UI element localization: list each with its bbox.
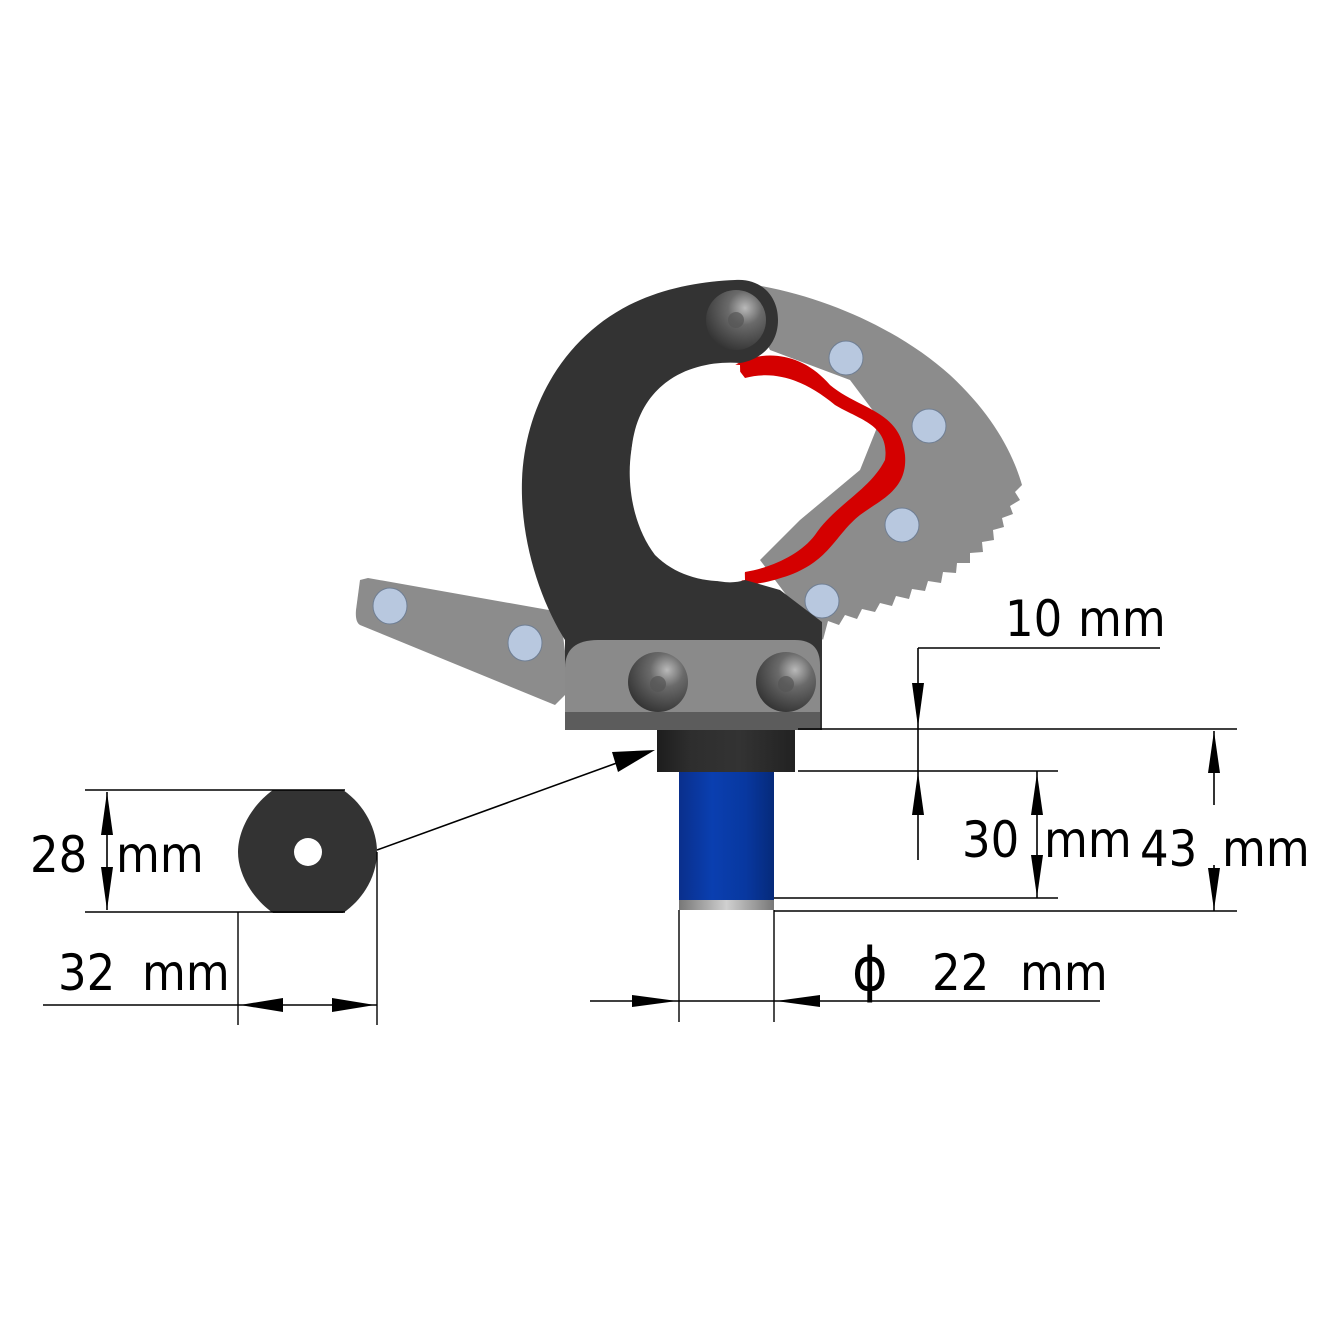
- serrated-blade: [735, 282, 1022, 640]
- callout-arrow-icon: [612, 750, 655, 772]
- dim-30-unit: mm: [1044, 811, 1132, 869]
- dimension-lines: [43, 647, 1237, 1025]
- rivet-icon: [372, 587, 408, 625]
- jaw-body: [521, 279, 822, 730]
- blue-drive-shaft: [679, 772, 774, 900]
- cable-opening: [629, 364, 745, 582]
- bolt-hex-socket-icon: [778, 676, 794, 692]
- lever-arm: [355, 578, 570, 705]
- cutter-head: [355, 279, 1022, 730]
- rivet-icon: [507, 624, 543, 662]
- red-cutting-edge: [735, 355, 906, 585]
- drive-assembly: [657, 730, 795, 910]
- rivet-icon: [884, 507, 920, 543]
- shaft-end-ring: [679, 900, 774, 910]
- nut-center-hole: [294, 838, 322, 866]
- dim-32-value: 32: [58, 944, 115, 1002]
- dim-22-value: 22: [932, 944, 989, 1002]
- dim-10-value: 10: [1005, 590, 1062, 648]
- dim-22-unit: mm: [1020, 944, 1108, 1002]
- dim-10-unit: mm: [1078, 590, 1166, 648]
- rivet-icon: [911, 408, 947, 444]
- dimension-labels: 10 mm 30 mm 43 mm ϕ 22 mm 28 mm 32 mm: [30, 590, 1310, 1005]
- dim-32-unit: mm: [142, 944, 230, 1002]
- dim-28-value: 28: [30, 826, 87, 884]
- dim-43-unit: mm: [1222, 820, 1310, 878]
- rivet-icon: [828, 340, 864, 376]
- rivet-icon: [804, 583, 840, 619]
- dim-30-value: 30: [962, 811, 1019, 869]
- dim-43-value: 43: [1140, 820, 1197, 878]
- mounting-bracket: [565, 640, 820, 730]
- bracket-base-strip: [565, 712, 820, 730]
- diameter-symbol-icon: ϕ: [852, 935, 888, 1005]
- nut-detail-view: [238, 750, 655, 913]
- dim-28-unit: mm: [116, 826, 204, 884]
- callout-leader-line: [376, 759, 626, 851]
- hex-nut-adapter: [657, 730, 795, 772]
- bolt-hex-socket-icon: [728, 312, 744, 328]
- bolt-hex-socket-icon: [650, 676, 666, 692]
- blade-rivets: [804, 340, 947, 619]
